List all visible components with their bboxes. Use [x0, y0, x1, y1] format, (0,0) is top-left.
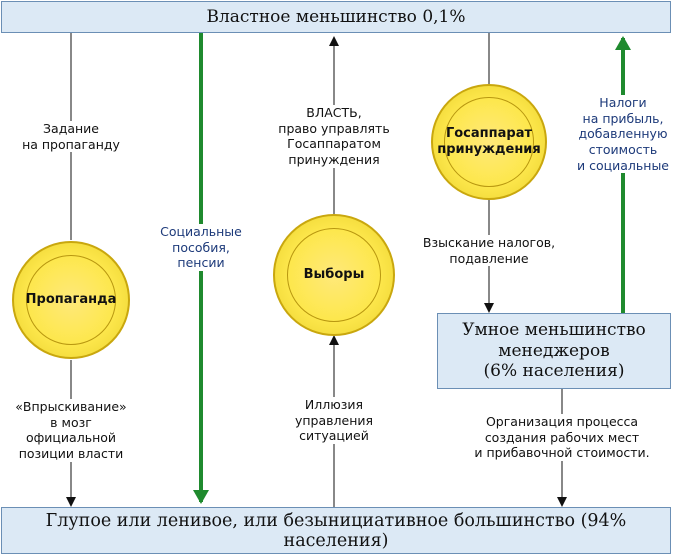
- propaganda-circle: Пропаганда: [12, 241, 130, 359]
- taxes-text: Налоги на прибыль, добавленную стоимость…: [568, 95, 673, 174]
- injection-text: «Впрыскивание» в мозг официальной позици…: [4, 399, 138, 462]
- gosapparat-label: Госаппарат принуждения: [437, 126, 541, 157]
- smart-minority-box: Умное меньшинство менеджеров (6% населен…: [437, 313, 671, 389]
- organization-text: Организация процесса создания рабочих ме…: [455, 414, 669, 461]
- elections-circle: Выборы: [273, 214, 395, 336]
- illusion-text: Иллюзия управления ситуацией: [285, 397, 383, 444]
- social-benefits-text: Социальные пособия, пенсии: [152, 224, 250, 271]
- task-propaganda-text: Задание на пропаганду: [16, 121, 126, 153]
- propaganda-label: Пропаганда: [25, 292, 117, 308]
- elections-label: Выборы: [303, 267, 365, 283]
- power-text: ВЛАСТЬ, право управлять Госаппаратом при…: [269, 105, 399, 168]
- ruling-minority-label: Властное меньшинство 0,1%: [206, 7, 466, 27]
- majority-label: Глупое или ленивое, или безынициативное …: [45, 510, 627, 551]
- smart-minority-label: Умное меньшинство менеджеров (6% населен…: [462, 320, 646, 382]
- gosapparat-circle: Госаппарат принуждения: [431, 84, 547, 200]
- taxes-collection-text: Взыскание налогов, подавление: [418, 235, 560, 267]
- majority-box: Глупое или ленивое, или безынициативное …: [1, 507, 671, 554]
- ruling-minority-box: Властное меньшинство 0,1%: [1, 1, 671, 33]
